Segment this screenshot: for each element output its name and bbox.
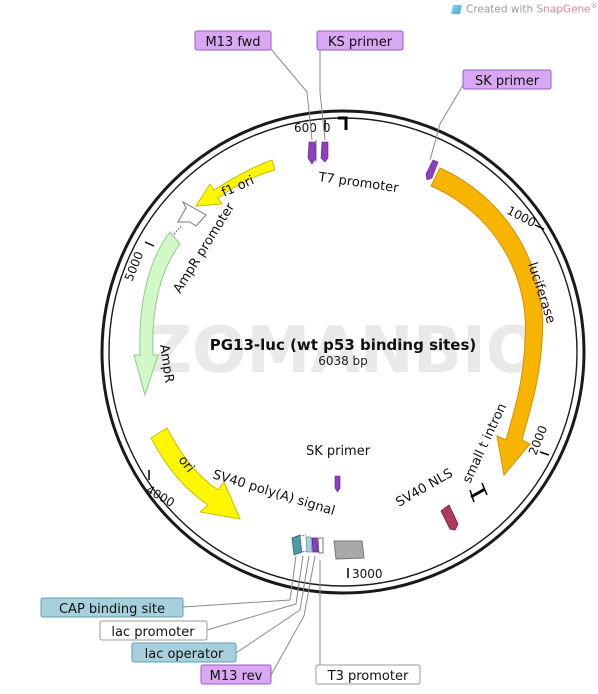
tick-marks (144, 120, 550, 578)
lac-promoter-feature[interactable] (299, 534, 308, 553)
callout-ks-primer-label: KS primer (328, 35, 393, 50)
tick-2000 (539, 451, 550, 456)
sk-primer-feature[interactable] (425, 159, 439, 181)
leader-m13-fwd (270, 48, 313, 141)
callout-lac-promoter[interactable]: lac promoter (99, 620, 208, 641)
plasmid-length: 6038 bp (318, 354, 368, 368)
ks-primer-feature[interactable] (320, 141, 329, 163)
tick-label-5000: 5000 (122, 250, 146, 284)
sv40-nls-feature[interactable] (440, 504, 459, 531)
leader-lac-promoter (206, 555, 304, 631)
leader-m13-rev (270, 555, 316, 676)
backbone-outer-strand (100, 109, 586, 595)
tick-label-4000: 4000 (144, 482, 177, 509)
lac-cluster (291, 534, 324, 556)
ampr-promoter-feature[interactable] (177, 200, 207, 227)
leader-ks-primer (319, 49, 326, 141)
plasmid-name: PG13-luc (wt p53 binding sites) (210, 336, 477, 354)
callout-lac-operator[interactable]: lac operator (131, 642, 237, 663)
sv40-nls-label: SV40 NLS (394, 466, 456, 511)
leader-lac-operator (235, 555, 310, 654)
callout-cap-binding-site-label: CAP binding site (59, 602, 165, 617)
ampr-promoter-dotted (173, 224, 183, 235)
f1-ori-feature[interactable] (195, 159, 276, 207)
ampr-label: AmpR (156, 343, 176, 384)
origin-marker (338, 116, 348, 130)
callout-m13-rev-label: M13 rev (210, 669, 263, 684)
luciferase-feature[interactable] (430, 167, 544, 477)
sk-primer-inner-label: SK primer (306, 444, 371, 459)
m13-rev-feature[interactable] (311, 537, 319, 553)
callout-m13-rev[interactable]: M13 rev (200, 664, 272, 685)
ampr-feature[interactable] (133, 231, 181, 397)
callout-lines (182, 48, 467, 676)
snapgene-logo-icon (451, 4, 462, 14)
m13-fwd-feature[interactable] (307, 141, 317, 165)
ori-feature[interactable] (150, 427, 241, 520)
callout-m13-fwd[interactable]: M13 fwd (194, 30, 272, 51)
lac-operator-feature[interactable] (305, 536, 313, 553)
tick-1000 (534, 224, 545, 230)
tick-label-2000: 2000 (526, 424, 550, 458)
callout-ks-primer[interactable]: KS primer (316, 30, 404, 51)
tick-5000 (144, 241, 155, 247)
t7-promoter-label: T7 promoter (316, 170, 400, 196)
callout-sk-primer[interactable]: SK primer (462, 69, 552, 90)
callout-t3-promoter-label: T3 promoter (327, 669, 409, 684)
callout-t3-promoter[interactable]: T3 promoter (315, 664, 421, 685)
sk-primer-inner-feature[interactable] (334, 475, 341, 493)
leader-sk-primer (429, 79, 467, 161)
callout-cap-binding-site[interactable]: CAP binding site (40, 597, 184, 618)
watermark: ZOMANBIO (146, 314, 541, 388)
tick-label-3000: 3000 (352, 567, 383, 581)
callout-lac-promoter-label: lac promoter (111, 625, 195, 640)
t3-promoter-feature[interactable] (317, 537, 324, 554)
callout-sk-primer-label: SK primer (475, 74, 540, 89)
sv40-polya-feature[interactable] (333, 540, 365, 560)
callout-m13-fwd-label: M13 fwd (205, 35, 260, 50)
small-t-intron-feature[interactable] (469, 482, 488, 503)
callout-lac-operator-label: lac operator (145, 647, 224, 662)
leader-cap-binding-site (182, 555, 297, 608)
snapgene-credit: Created with SnapGene® (451, 2, 598, 16)
